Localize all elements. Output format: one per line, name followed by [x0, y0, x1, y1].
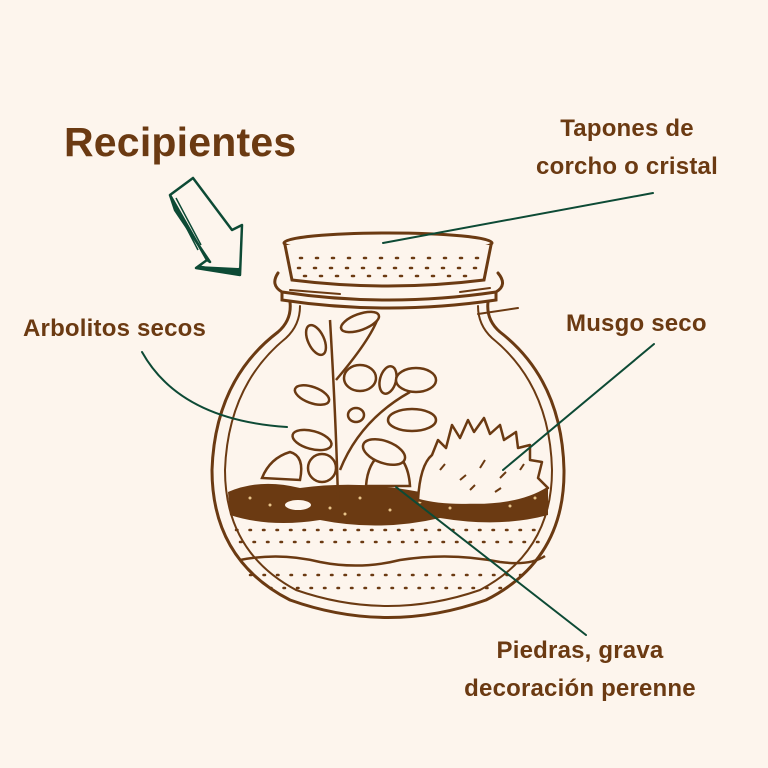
page-title: Recipientes [64, 119, 297, 165]
moss-icon [416, 416, 550, 507]
jar-icon [210, 231, 566, 619]
label-piedras: Piedras, grava decoración perenne [438, 632, 722, 708]
label-tapones-line2: corcho o cristal [536, 153, 718, 180]
leader-lines [141, 192, 655, 636]
leader-line-tapones [382, 192, 654, 244]
label-piedras-line1: Piedras, grava [496, 637, 664, 664]
label-tapones-line1: Tapones de [560, 115, 694, 142]
label-arbolitos: Arbolitos secos [23, 315, 207, 342]
arrow-down-right-icon [168, 176, 244, 277]
plant-icon [291, 310, 438, 501]
leader-line-musgo [502, 343, 655, 471]
sand-layer-icon [234, 528, 548, 590]
label-piedras-line2: decoración perenne [464, 675, 696, 702]
leader-line-piedras [395, 486, 587, 636]
label-musgo: Musgo seco [566, 310, 707, 337]
label-tapones: Tapones de corcho o cristal [514, 110, 740, 186]
leader-line-arbolitos [141, 351, 288, 428]
